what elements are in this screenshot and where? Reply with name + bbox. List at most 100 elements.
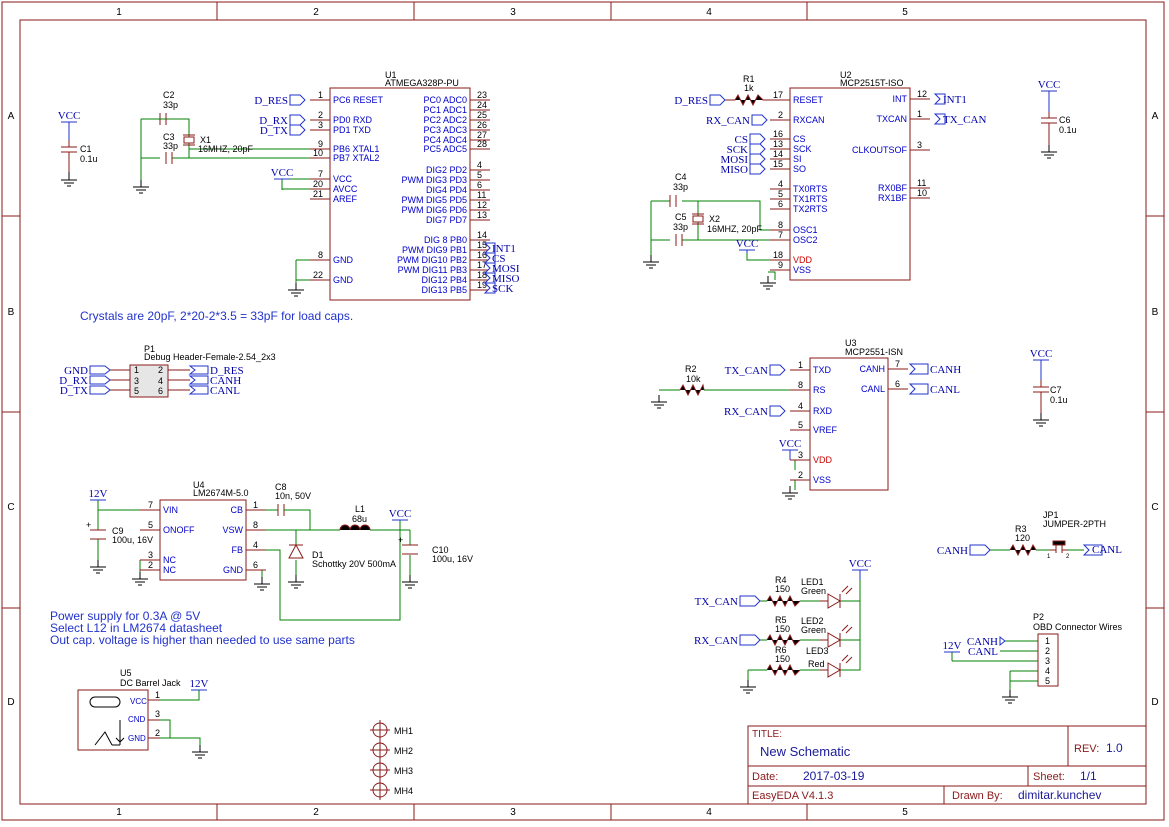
u1-pin-name: PC3 ADC3: [423, 125, 467, 135]
resistor-r6: R6 150: [766, 645, 801, 677]
u1-pin-number: 16: [477, 250, 487, 260]
capacitor-c5: C5 33p: [673, 212, 688, 246]
led2-ref: LED2: [801, 616, 824, 626]
u1-pin-name: PC0 ADC0: [423, 95, 467, 105]
capacitor-c3: C3 33p: [163, 132, 178, 164]
u1-pin-number: 19: [477, 280, 487, 290]
p1-pin-2: 2: [158, 365, 163, 375]
jack-u5: U5 DC Barrel Jack VCC CND GND 1 3 2: [77, 668, 181, 751]
d1-ref: D1: [312, 550, 324, 560]
u2-pin-number: 1: [917, 109, 922, 119]
u1-pin-number: 9: [318, 139, 323, 149]
u2-pin-number: 11: [917, 178, 926, 188]
u2-pin-name: CLKOUTSOF: [852, 145, 908, 155]
u2-pin-number: 6: [778, 199, 783, 209]
r5-ref: R5: [775, 615, 787, 625]
net-flag-tx-can-u2: TX_CAN: [933, 113, 986, 126]
jp1-ref: JP1: [1043, 510, 1059, 520]
crystal-x1: X1 16MHZ, 20pF: [183, 134, 254, 154]
row-label-left-c: C: [7, 502, 14, 513]
mh1-label: MH1: [394, 726, 413, 736]
net-flag-miso-u2: MISO: [720, 163, 766, 176]
resistor-r4: R4 150: [766, 575, 801, 608]
mh4-label: MH4: [394, 786, 413, 796]
p1-pin-5: 5: [134, 386, 139, 396]
c9-value: 100u, 16V: [112, 535, 153, 545]
r1-value: 1k: [744, 83, 754, 93]
vcc-flag-leds: VCC: [849, 558, 872, 580]
u1-pin-name: AREF: [333, 194, 358, 204]
led1-ref: LED1: [801, 577, 824, 587]
connector-p2: P2 OBD Connector Wires 1 2 3 4 5 CANH CA…: [967, 612, 1123, 687]
vcc-flag-c7: VCC: [1030, 348, 1053, 380]
net-flag-canh-u3: CANH: [908, 363, 961, 376]
mounting-hole-4: MH4: [370, 780, 413, 800]
r6-value: 150: [775, 654, 790, 664]
vcc-label: VCC: [1030, 348, 1053, 360]
header-p1: P1 Debug Header-Female-2.54_2x3 1 2 3 4 …: [59, 344, 276, 398]
r6-ref: R6: [775, 645, 787, 655]
gnd-symbol: [782, 486, 798, 500]
jp1-pin-2: 2: [1066, 554, 1070, 560]
u2-pin-name: TX1RTS: [793, 194, 827, 204]
u5-value: DC Barrel Jack: [120, 678, 181, 688]
u1-pin-number: 3: [318, 120, 323, 130]
u1-pin-number: 11: [477, 190, 486, 200]
u1-pin-name: PWM DIG11 PB3: [398, 265, 467, 275]
vcc-flag-u3: VCC: [779, 438, 801, 460]
u1-pin-number: 2: [318, 110, 323, 120]
rev-label: REV:: [1074, 743, 1099, 755]
net-sck: SCK: [727, 144, 748, 156]
x2-value: 16MHZ, 20pF: [707, 224, 763, 234]
net-flag-cs-u2: CS: [735, 133, 766, 146]
u4-pin-number: 5: [148, 520, 153, 530]
resistor-r5: R5 150: [766, 615, 801, 647]
note-power-1: Power supply for 0.3A @ 5V: [50, 609, 200, 623]
mounting-hole-1: MH1: [370, 720, 413, 740]
net-flag-mosi: MOSI: [483, 262, 520, 275]
u2-pin-number: 16: [773, 129, 783, 139]
col-label-top-1: 1: [116, 7, 122, 18]
title-value: New Schematic: [760, 744, 851, 759]
u1-pin-name: DIG4 PD4: [426, 185, 467, 195]
net-flag-cs: CS: [483, 252, 505, 265]
u1-value: ATMEGA328P-PU: [385, 78, 459, 88]
gnd-symbol: [132, 572, 148, 586]
led-2: LED2 Green: [801, 616, 853, 648]
col-label-top-5: 5: [902, 7, 908, 18]
u1-pin-number: 27: [477, 130, 487, 140]
c10-ref: C10: [432, 545, 449, 555]
u1-pin-name: PWM DIG9 PB1: [402, 245, 467, 255]
c2-ref: C2: [163, 90, 175, 100]
u4-pin-name: ONOFF: [163, 525, 195, 535]
vcc-label: VCC: [849, 558, 872, 570]
net-rx-can: RX_CAN: [724, 406, 768, 418]
vcc-flag-c1: VCC: [58, 110, 80, 140]
u1-net-flags: D_RES D_RX D_TX INT1 CS MOSI MISO SCK: [254, 94, 520, 295]
u2-pin-number: 4: [778, 179, 783, 189]
rev-value: 1.0: [1106, 741, 1123, 755]
row-label-left-a: A: [8, 111, 15, 122]
u1-pin-number: 21: [313, 189, 323, 199]
u1-pin-number: 6: [477, 180, 482, 190]
led3-ref: LED3: [806, 646, 829, 656]
p2-pin-4: 4: [1045, 666, 1050, 676]
u1-pin-name: PC1 ADC1: [423, 105, 467, 115]
u4-pin-number: 7: [148, 500, 153, 510]
net-flag-rx-can-u3: RX_CAN: [724, 405, 786, 418]
note-power-2: Select L12 in LM2674 datasheet: [50, 621, 223, 635]
r3-ref: R3: [1015, 524, 1027, 534]
c1-ref: C1: [80, 144, 92, 154]
u1-pin-name: PC4 ADC4: [423, 135, 467, 145]
net-flag-tx-can-led: TX_CAN: [695, 595, 761, 608]
u5-pin-gnd: GND: [128, 734, 146, 743]
gnd-symbol: [760, 276, 776, 290]
col-label-bottom-2: 2: [313, 807, 319, 818]
title-block: TITLE: New Schematic REV: 1.0 Date: 2017…: [747, 725, 1147, 805]
p1-left-net-1: GND: [64, 365, 88, 377]
u2-pin-number: 8: [778, 220, 783, 230]
u1-pin-number: 22: [313, 270, 323, 280]
u2-pin-name: VDD: [793, 255, 813, 265]
